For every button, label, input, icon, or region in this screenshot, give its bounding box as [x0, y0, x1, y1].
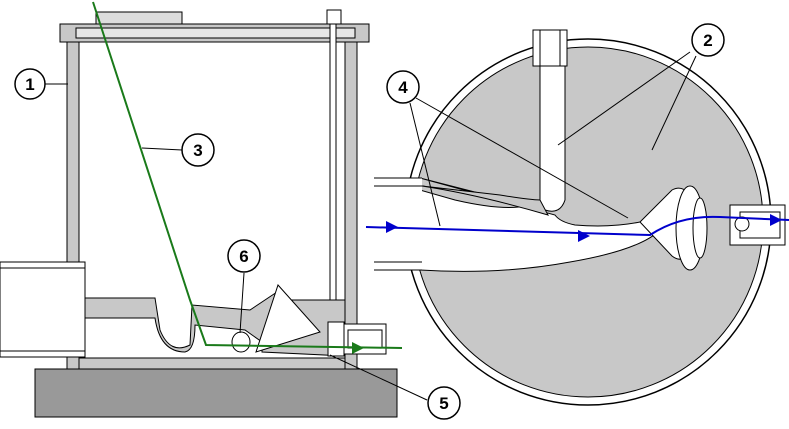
- base-plinth: [34, 368, 398, 418]
- green-flow-line: [92, 1, 403, 349]
- leader-6: [239, 272, 245, 334]
- lid-rim-inner: [75, 27, 356, 39]
- callout-5: 5: [427, 386, 461, 420]
- deflector-plate: [255, 284, 321, 353]
- bottom-plate: [78, 357, 346, 370]
- right-wall: [344, 41, 358, 370]
- top-pipe-stub: [532, 29, 568, 67]
- callout-3-label: 3: [193, 141, 202, 160]
- blue-flow-line: [365, 215, 789, 237]
- callout-1: 1: [14, 68, 46, 100]
- top-inlet-pipe: [374, 178, 422, 270]
- leader-lines: [43, 51, 697, 401]
- callout-6-label: 6: [239, 247, 248, 266]
- leader-4b: [415, 97, 629, 219]
- outlet-fitting: [327, 321, 345, 357]
- flow-region: [419, 54, 681, 272]
- callout-5-label: 5: [439, 394, 448, 413]
- top-valve: [326, 9, 342, 25]
- callout-2-label: 2: [703, 31, 712, 50]
- blue-arrowhead-2: [578, 230, 590, 242]
- callout-6: 6: [227, 239, 261, 273]
- funnel-ring: [692, 197, 708, 259]
- green-arrowhead: [352, 342, 364, 354]
- side-view: [0, 1, 403, 418]
- callout-2: 2: [691, 23, 725, 57]
- blue-arrowhead-3: [770, 214, 782, 226]
- leader-2b: [651, 55, 697, 151]
- callout-4: 4: [386, 70, 420, 104]
- upper-wedge: [421, 185, 550, 216]
- vertical-rod: [329, 23, 337, 325]
- callout-1-label: 1: [25, 75, 34, 94]
- blue-arrowhead-1: [386, 221, 398, 233]
- callout-4-label: 4: [398, 78, 408, 97]
- leader-3: [141, 147, 183, 151]
- leader-2a: [557, 51, 691, 146]
- callout-3: 3: [181, 133, 215, 167]
- inlet-pipe: [0, 261, 86, 358]
- float-element: [231, 331, 251, 353]
- leader-5: [329, 354, 428, 401]
- leader-4a: [409, 102, 441, 227]
- top-view: [365, 29, 789, 406]
- lid-top-plate: [95, 11, 183, 25]
